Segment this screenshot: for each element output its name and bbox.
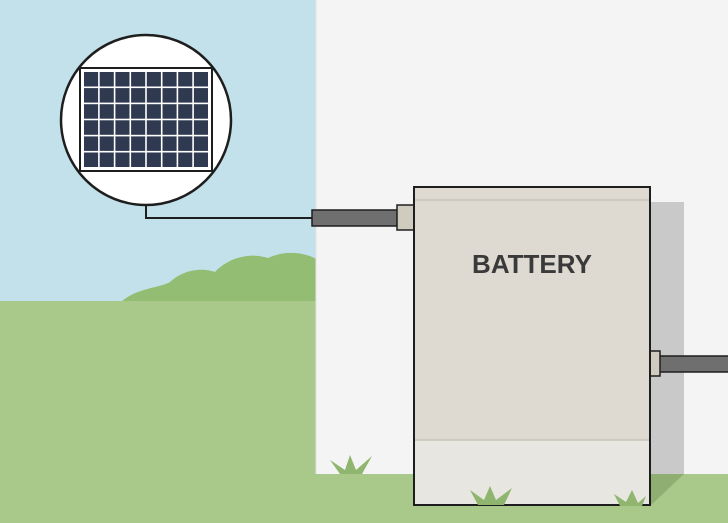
solar-cell — [146, 152, 161, 167]
grass-tuft — [614, 490, 646, 506]
solar-cell — [193, 88, 208, 103]
solar-cell — [84, 72, 99, 87]
solar-cell — [178, 120, 193, 135]
solar-cell — [84, 136, 99, 151]
battery-ground-shadow — [650, 474, 684, 506]
solar-cell — [162, 152, 177, 167]
grass-tuft — [470, 486, 512, 505]
solar-cell — [115, 104, 130, 119]
solar-cell — [146, 72, 161, 87]
solar-cell — [178, 152, 193, 167]
solar-cell — [84, 104, 99, 119]
solar-cell — [115, 72, 130, 87]
solar-cell — [84, 120, 99, 135]
battery-unit: BATTERY — [413, 186, 651, 506]
solar-cell — [162, 72, 177, 87]
solar-cell — [131, 136, 146, 151]
output-cable — [654, 355, 728, 373]
solar-cell — [162, 136, 177, 151]
solar-cell — [178, 88, 193, 103]
solar-cell — [84, 88, 99, 103]
input-cable — [311, 209, 401, 227]
solar-cell — [146, 136, 161, 151]
solar-cell — [84, 152, 99, 167]
battery-label: BATTERY — [472, 249, 592, 279]
solar-cell — [131, 152, 146, 167]
bushes — [120, 252, 318, 303]
grass-tuft — [330, 455, 372, 474]
solar-cell — [193, 120, 208, 135]
battery-shadow — [650, 202, 684, 474]
solar-cell — [115, 88, 130, 103]
solar-cell — [178, 136, 193, 151]
solar-cell — [115, 120, 130, 135]
solar-cell — [131, 104, 146, 119]
solar-cell — [146, 88, 161, 103]
solar-cell — [162, 120, 177, 135]
solar-cell — [99, 120, 114, 135]
input-cable-connector — [396, 204, 416, 231]
solar-cell — [178, 72, 193, 87]
solar-cell — [99, 136, 114, 151]
solar-panel-cells — [84, 72, 208, 167]
solar-cell — [99, 72, 114, 87]
battery-base — [415, 440, 649, 504]
solar-cell — [115, 152, 130, 167]
solar-cell — [99, 152, 114, 167]
solar-cell — [193, 104, 208, 119]
solar-cell — [131, 120, 146, 135]
solar-panel-icon — [79, 67, 213, 172]
panel-connector-wire — [145, 205, 318, 219]
solar-cell — [115, 136, 130, 151]
solar-cell — [99, 104, 114, 119]
solar-cell — [99, 88, 114, 103]
solar-cell — [162, 104, 177, 119]
solar-cell — [178, 104, 193, 119]
solar-cell — [146, 120, 161, 135]
solar-cell — [162, 88, 177, 103]
solar-cell — [193, 136, 208, 151]
solar-cell — [193, 72, 208, 87]
solar-cell — [193, 152, 208, 167]
solar-panel-callout — [59, 33, 233, 207]
solar-cell — [131, 72, 146, 87]
solar-cell — [131, 88, 146, 103]
solar-cell — [146, 104, 161, 119]
